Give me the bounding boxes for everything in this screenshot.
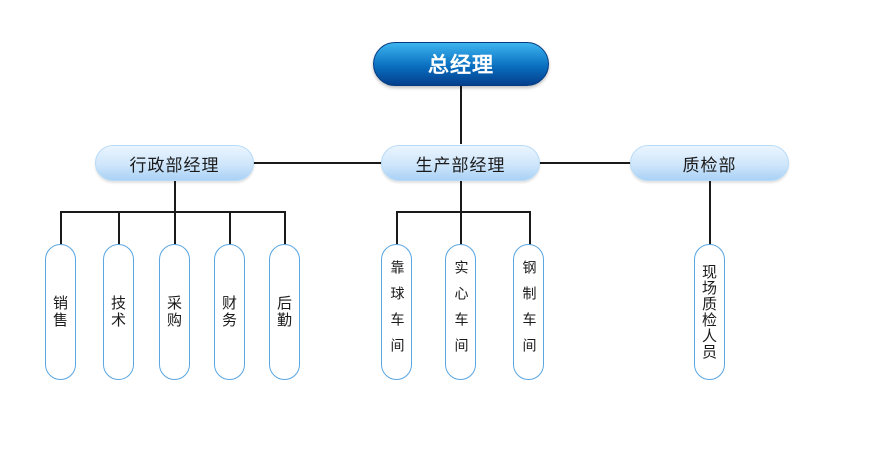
quality-node: 质检部 <box>630 145 789 181</box>
ceo-node: 总经理 <box>373 42 549 86</box>
workshop-solid: 实心车间 <box>445 244 476 380</box>
onsite-inspectors: 现场质检人员 <box>694 244 725 380</box>
connector-quality-down <box>709 181 711 245</box>
connector-production-branch <box>396 211 530 213</box>
dept-finance: 财务 <box>214 244 245 380</box>
dept-logistics: 后勤 <box>269 244 300 380</box>
connector-production-leaf-1 <box>396 211 398 245</box>
onsite-inspectors-label: 现场质检人员 <box>700 264 718 360</box>
workshop-steel: 钢制车间 <box>513 244 544 380</box>
workshop-solid-label: 实心车间 <box>452 260 469 364</box>
dept-technology: 技术 <box>103 244 134 380</box>
dept-purchasing-label: 采购 <box>165 295 183 329</box>
workshop-ball: 靠球车间 <box>381 244 412 380</box>
connector-admin-leaf-4 <box>229 211 231 245</box>
dept-sales: 销售 <box>45 244 76 380</box>
admin-manager-node: 行政部经理 <box>95 145 254 181</box>
connector-admin-branch <box>60 211 285 213</box>
dept-technology-label: 技术 <box>109 295 127 329</box>
dept-finance-label: 财务 <box>220 295 238 329</box>
workshop-steel-label: 钢制车间 <box>520 260 537 364</box>
connector-production-leaf-2 <box>460 211 462 245</box>
dept-sales-label: 销售 <box>51 295 69 329</box>
connector-root-to-production <box>460 86 462 144</box>
connector-admin-leaf-1 <box>60 211 62 245</box>
connector-admin-down <box>174 181 176 212</box>
quality-label: 质检部 <box>682 155 737 176</box>
dept-logistics-label: 后勤 <box>275 295 293 329</box>
ceo-label: 总经理 <box>428 53 494 77</box>
dept-purchasing: 采购 <box>159 244 190 380</box>
connector-admin-leaf-2 <box>118 211 120 245</box>
connector-admin-leaf-5 <box>284 211 286 245</box>
connector-production-leaf-3 <box>529 211 531 245</box>
production-manager-label: 生产部经理 <box>415 155 506 176</box>
connector-admin-leaf-3 <box>174 211 176 245</box>
production-manager-node: 生产部经理 <box>381 145 540 181</box>
admin-manager-label: 行政部经理 <box>129 155 220 176</box>
workshop-ball-label: 靠球车间 <box>388 260 405 364</box>
connector-production-down <box>460 181 462 212</box>
